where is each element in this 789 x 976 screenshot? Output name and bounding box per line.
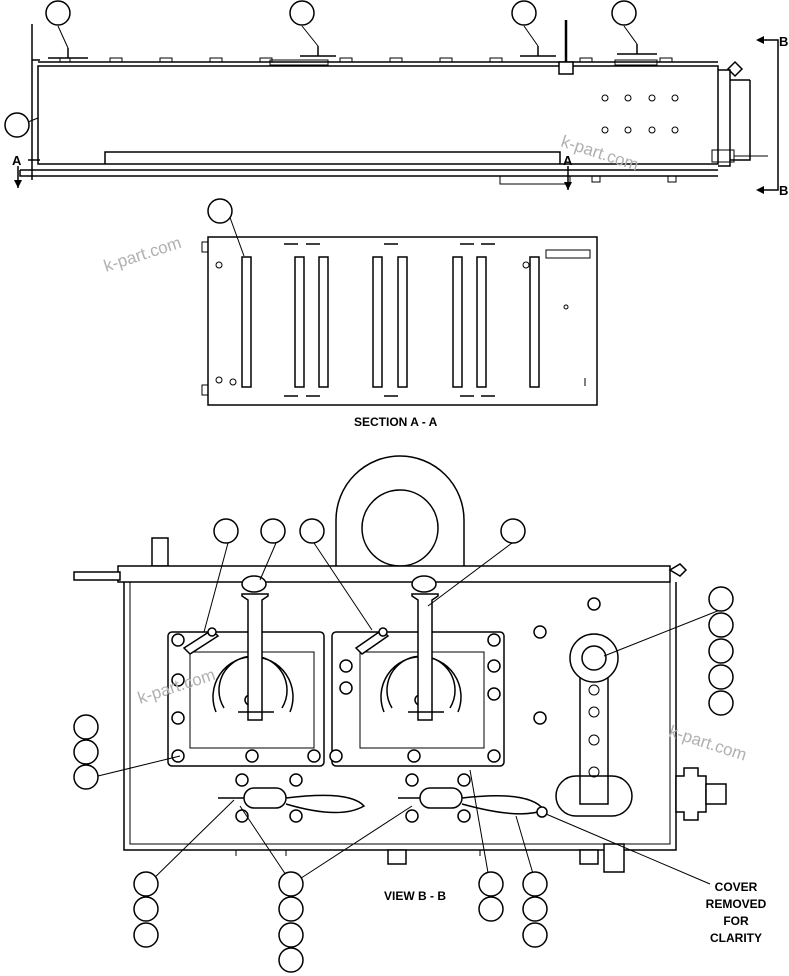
watermark: k-part.com <box>559 132 641 175</box>
callout-balloon <box>278 922 304 948</box>
callout-balloon <box>511 0 537 26</box>
cover-removed-note: COVER REMOVED FOR CLARITY <box>706 880 767 945</box>
cover-note-line-3: FOR <box>723 914 749 928</box>
watermark: k-part.com <box>667 722 749 765</box>
callout-balloon <box>611 0 637 26</box>
view-b-b <box>73 455 727 873</box>
callout-balloon <box>708 638 734 664</box>
callout-balloon <box>289 0 315 26</box>
callout-balloon <box>73 764 99 790</box>
top-elevation-view <box>14 20 779 194</box>
callout-balloon <box>522 922 548 948</box>
callout-balloon <box>278 896 304 922</box>
callout-balloon <box>478 871 504 897</box>
callout-balloon <box>73 739 99 765</box>
callout-balloon <box>207 198 233 224</box>
cover-note-line-2: REMOVED <box>706 897 767 911</box>
section-marker-left: A <box>12 153 22 168</box>
callout-balloon <box>213 518 239 544</box>
callout-balloon <box>4 112 30 138</box>
callout-balloon <box>73 714 99 740</box>
callout-balloon <box>522 896 548 922</box>
view-marker-top: B <box>779 34 788 49</box>
cover-note-line-1: COVER <box>715 880 758 894</box>
watermark: k-part.com <box>135 665 217 708</box>
callout-balloon <box>708 690 734 716</box>
callout-balloon <box>45 0 71 26</box>
section-a-a-view <box>201 198 598 406</box>
callout-balloon <box>133 922 159 948</box>
callout-balloon <box>278 871 304 897</box>
callout-balloon <box>299 518 325 544</box>
callout-balloon <box>278 947 304 973</box>
section-title: SECTION A - A <box>354 415 438 429</box>
view-marker-bottom: B <box>779 183 788 198</box>
callout-balloon <box>522 871 548 897</box>
callout-balloon <box>708 586 734 612</box>
watermark: k-part.com <box>101 233 183 276</box>
callout-balloons-view-b-b <box>73 518 734 973</box>
callout-balloon <box>260 518 286 544</box>
section-marker-right: A <box>563 153 573 168</box>
callout-balloon <box>478 896 504 922</box>
view-title: VIEW B - B <box>384 889 446 903</box>
callout-balloon <box>708 664 734 690</box>
leader-lines <box>97 542 721 885</box>
callout-balloon <box>133 871 159 897</box>
callout-balloons-top <box>4 0 638 138</box>
callout-balloon <box>133 896 159 922</box>
callout-balloon <box>500 518 526 544</box>
callout-balloon <box>708 612 734 638</box>
cover-note-line-4: CLARITY <box>710 931 762 945</box>
